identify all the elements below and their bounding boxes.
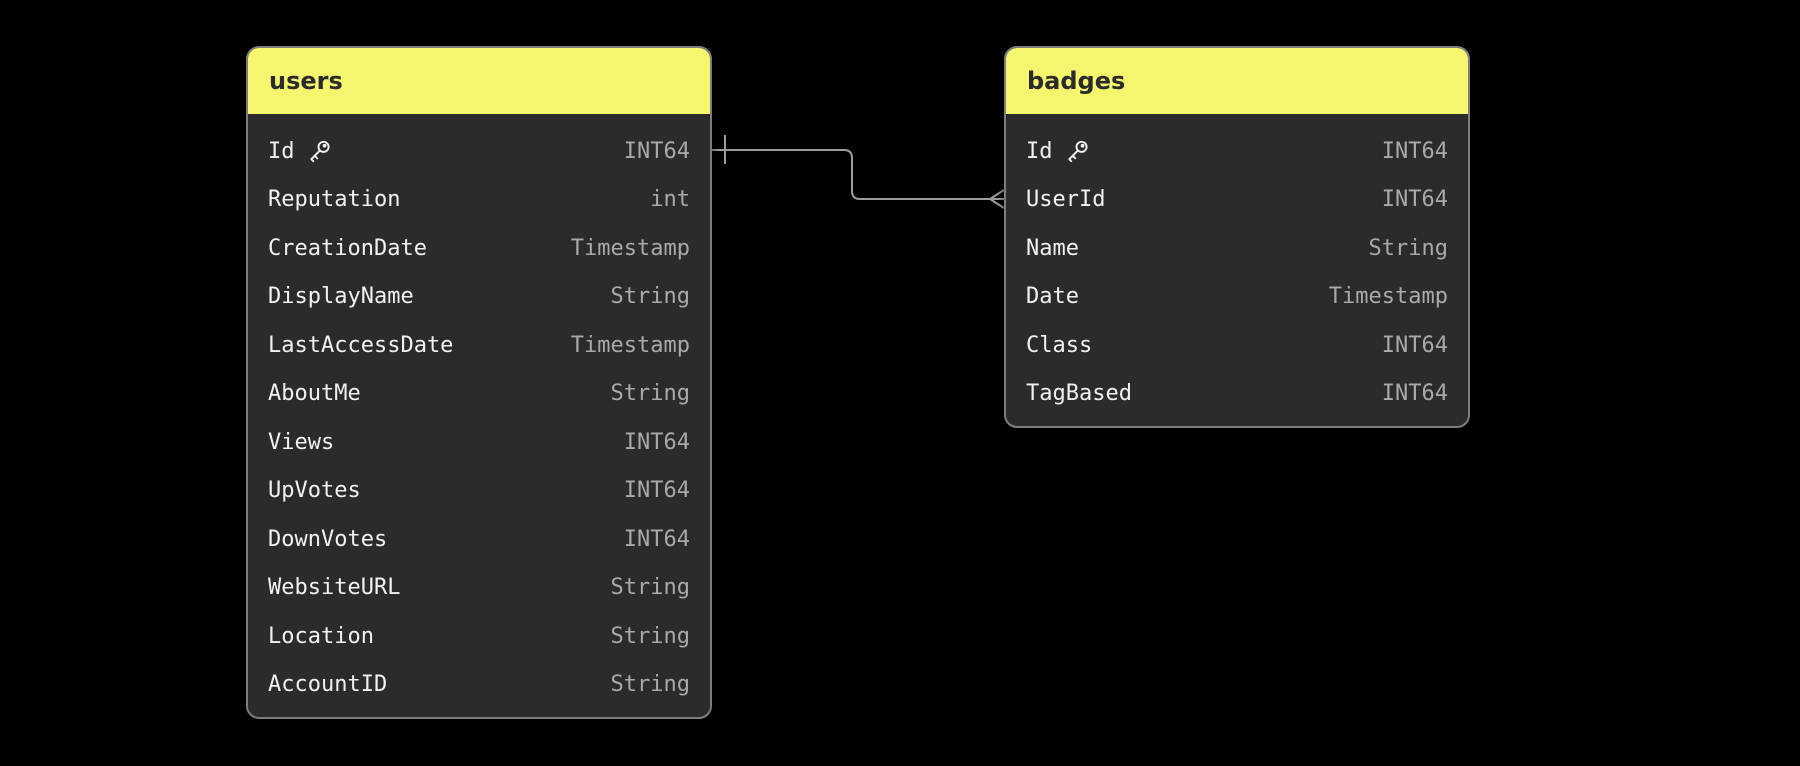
field-row[interactable]: TagBased INT64 xyxy=(1006,370,1468,419)
field-name-label: Id xyxy=(268,138,295,164)
field-name: CreationDate xyxy=(268,236,427,261)
table-title: users xyxy=(269,67,343,95)
field-name: TagBased xyxy=(1026,381,1132,406)
field-type-label: INT64 xyxy=(1381,332,1448,358)
field-name: Id xyxy=(1026,138,1091,165)
field-name-label: Reputation xyxy=(268,187,401,213)
table-header-badges[interactable]: badges xyxy=(1006,48,1468,114)
field-type-label: String xyxy=(610,672,690,698)
field-name: Name xyxy=(1026,236,1079,261)
field-name: LastAccessDate xyxy=(268,333,453,358)
field-name: DownVotes xyxy=(268,527,387,552)
field-row[interactable]: LastAccessDate Timestamp xyxy=(248,321,710,370)
field-name: Date xyxy=(1026,284,1079,309)
edge-path[interactable] xyxy=(712,149,990,200)
field-row[interactable]: DisplayName String xyxy=(248,273,710,322)
field-name-label: LastAccessDate xyxy=(268,332,454,358)
field-type-label: String xyxy=(610,575,690,601)
field-name-label: CreationDate xyxy=(268,235,427,261)
field-name: UserId xyxy=(1026,187,1105,212)
field-name-label: Id xyxy=(1026,138,1053,164)
field-name: DisplayName xyxy=(268,284,414,309)
field-name-label: Views xyxy=(268,429,335,455)
field-row[interactable]: AboutMe String xyxy=(248,370,710,419)
field-name: WebsiteURL xyxy=(268,575,400,600)
field-type-label: String xyxy=(610,381,690,407)
field-type-label: INT64 xyxy=(623,138,690,164)
key-icon xyxy=(309,140,330,162)
field-type-label: Timestamp xyxy=(1328,284,1448,310)
field-type-label: String xyxy=(610,623,690,649)
key-icon xyxy=(1067,140,1088,162)
field-row[interactable]: Reputation int xyxy=(248,176,710,225)
field-name: UpVotes xyxy=(268,478,361,503)
table-body-badges: Id INT64 UserId INT64 Name String Date T… xyxy=(1006,114,1468,426)
field-row[interactable]: Name String xyxy=(1006,224,1468,273)
field-name-label: DownVotes xyxy=(268,526,388,552)
field-row[interactable]: Id INT64 xyxy=(248,127,710,176)
field-row[interactable]: CreationDate Timestamp xyxy=(248,224,710,273)
field-name-label: Name xyxy=(1026,235,1079,261)
field-name-label: Location xyxy=(268,623,374,649)
relationship-edge-users-badges[interactable] xyxy=(712,135,1005,209)
field-type-label: int xyxy=(650,187,690,213)
cardinality-many-marker xyxy=(989,189,1005,209)
field-type-label: Timestamp xyxy=(570,332,690,358)
field-type-label: INT64 xyxy=(623,478,690,504)
field-name: AboutMe xyxy=(268,381,361,406)
field-name: Location xyxy=(268,624,374,649)
field-row[interactable]: Id INT64 xyxy=(1006,127,1468,176)
table-card-users[interactable]: users Id INT64 Reputation int CreationDa… xyxy=(246,46,712,719)
field-row[interactable]: AccountID String xyxy=(248,661,710,710)
field-name: Id xyxy=(268,138,333,165)
field-row[interactable]: Location String xyxy=(248,612,710,661)
field-row[interactable]: UpVotes INT64 xyxy=(248,467,710,516)
field-name-label: Class xyxy=(1026,332,1093,358)
field-name-label: AccountID xyxy=(268,672,388,698)
field-name-label: DisplayName xyxy=(268,284,414,310)
field-type-label: INT64 xyxy=(623,429,690,455)
field-name: Class xyxy=(1026,333,1092,358)
table-header-users[interactable]: users xyxy=(248,48,710,114)
field-name-label: WebsiteURL xyxy=(268,575,401,601)
table-body-users: Id INT64 Reputation int CreationDate Tim… xyxy=(248,114,710,717)
field-type-label: String xyxy=(1368,235,1448,261)
field-type-label: INT64 xyxy=(623,526,690,552)
field-type-label: Timestamp xyxy=(570,235,690,261)
field-name-label: Date xyxy=(1026,284,1079,310)
field-name-label: TagBased xyxy=(1026,381,1132,407)
field-row[interactable]: Views INT64 xyxy=(248,418,710,467)
field-name-label: UserId xyxy=(1026,187,1106,213)
field-row[interactable]: Date Timestamp xyxy=(1006,273,1468,322)
table-card-badges[interactable]: badges Id INT64 UserId INT64 Name String… xyxy=(1004,46,1470,428)
field-name-label: UpVotes xyxy=(268,478,361,504)
field-type-label: INT64 xyxy=(1381,381,1448,407)
table-title: badges xyxy=(1027,67,1126,95)
field-row[interactable]: Class INT64 xyxy=(1006,321,1468,370)
field-row[interactable]: UserId INT64 xyxy=(1006,176,1468,225)
field-name: Reputation xyxy=(268,187,400,212)
field-type-label: String xyxy=(610,284,690,310)
field-name: AccountID xyxy=(268,672,387,697)
field-row[interactable]: WebsiteURL String xyxy=(248,564,710,613)
field-row[interactable]: DownVotes INT64 xyxy=(248,515,710,564)
field-type-label: INT64 xyxy=(1381,187,1448,213)
field-name-label: AboutMe xyxy=(268,381,361,407)
field-name: Views xyxy=(268,430,334,455)
field-type-label: INT64 xyxy=(1381,138,1448,164)
